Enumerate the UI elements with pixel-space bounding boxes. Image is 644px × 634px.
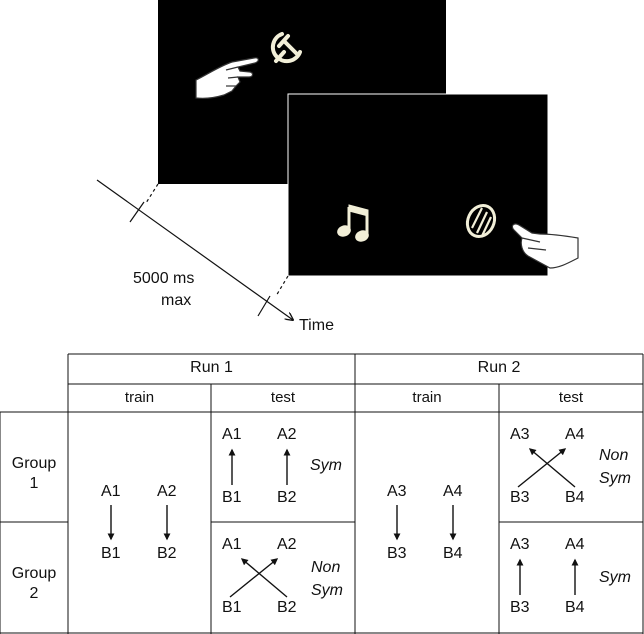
cross-arrow [240,558,288,598]
run2-train-header: train [412,389,442,406]
run1-train-b2: B2 [157,545,177,562]
striped-oval-icon [465,203,497,239]
run1-train-header: train [124,389,155,406]
cross-arrow [528,448,576,488]
run2-test-header: test [558,389,584,406]
run1-test-g2-b1: B1 [222,599,242,616]
run2-header: Run 2 [477,359,521,376]
run2-test-g2-label: Sym [599,569,631,586]
run1-test-g1-a1: A1 [222,426,242,443]
run2-test-g1-label-line2: Sym [599,470,631,487]
run1-test-g2-a1: A1 [222,536,242,553]
run2-test-g2-b4: B4 [565,599,585,616]
duration-label: 5000 ms [133,270,195,287]
run1-test-g1-a2: A2 [277,426,297,443]
cross-arrow [229,558,279,598]
run1-test-g2-label-line1: Non [311,559,341,576]
run2-train-a4: A4 [443,483,463,500]
hammer-sickle-icon [270,32,302,64]
run1-test-g1-label: Sym [310,457,342,474]
run1-test-g1-b1: B1 [222,489,242,506]
timeline-figure [96,0,579,345]
stimulus-screen-2 [287,93,549,277]
run1-test-g2-a2: A2 [277,536,297,553]
group2-label: Group 2 [11,565,57,602]
music-note-icon [337,204,369,242]
run1-train-a1: A1 [101,483,121,500]
run2-train-b4: B4 [443,545,463,562]
run1-train-b1: B1 [101,545,121,562]
run2-train-a3: A3 [387,483,407,500]
group1-label: Group 1 [11,455,57,492]
run2-test-g1-a3: A3 [510,426,530,443]
tick-mark [257,295,271,317]
run1-test-header: test [270,389,296,406]
run2-test-g2-a4: A4 [565,536,585,553]
cross-arrow [517,448,567,488]
projection-line [145,183,159,204]
pointing-hand-icon [511,223,579,269]
run1-train-a2: A2 [157,483,177,500]
run2-test-g1-label-line1: Non [599,447,629,464]
tick-mark [129,201,145,223]
run2-test-g2-a3: A3 [510,536,530,553]
run2-test-g1-b4: B4 [565,489,585,506]
pointing-hand-icon [195,57,259,99]
max-label: max [161,292,192,309]
run2-test-g1-b3: B3 [510,489,530,506]
time-label: Time [299,317,334,334]
run1-test-g2-label-line2: Sym [311,582,343,599]
run1-header: Run 1 [190,359,233,376]
run1-test-g1-b2: B2 [277,489,297,506]
run2-train-b3: B3 [387,545,407,562]
run2-test-g1-a4: A4 [565,426,585,443]
run1-test-g2-b2: B2 [277,599,297,616]
projection-line [275,275,289,297]
time-axis [96,179,293,320]
run2-test-g2-b3: B3 [510,599,530,616]
